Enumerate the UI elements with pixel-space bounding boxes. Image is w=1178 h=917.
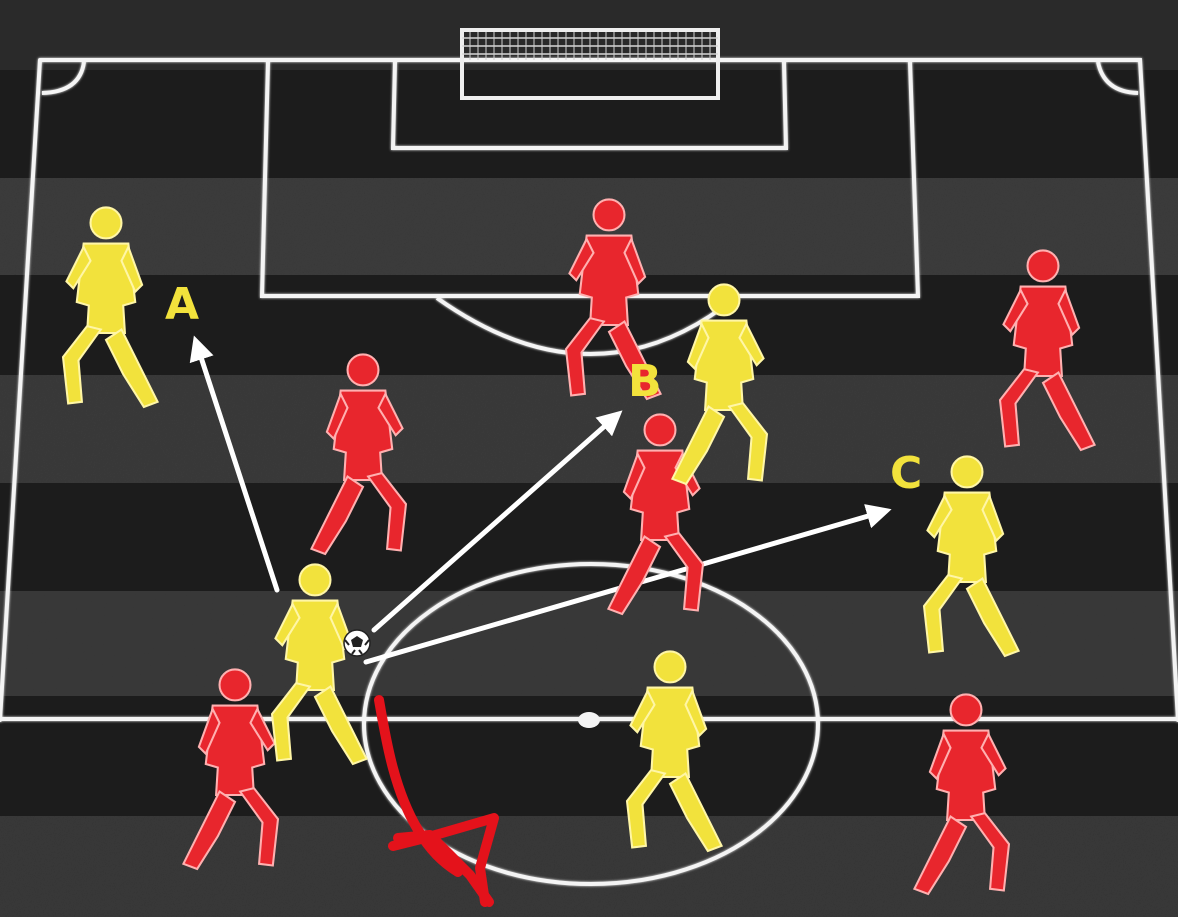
ball-icon — [343, 629, 371, 657]
centre-spot — [578, 712, 600, 728]
label-a: A — [165, 279, 199, 330]
centre-circle — [362, 562, 820, 886]
hand-drawn-arrow — [374, 695, 499, 907]
goal-area — [390, 61, 789, 150]
pitch-boundary — [0, 58, 1178, 722]
corner-arc-right — [1096, 61, 1139, 95]
penalty-arc — [435, 296, 737, 356]
goal — [460, 28, 720, 100]
label-c: C — [890, 448, 922, 499]
label-b: B — [628, 356, 662, 407]
pass-arrow-b — [371, 410, 623, 633]
corner-arc-left — [41, 61, 86, 95]
pass-arrow-a — [189, 335, 280, 593]
